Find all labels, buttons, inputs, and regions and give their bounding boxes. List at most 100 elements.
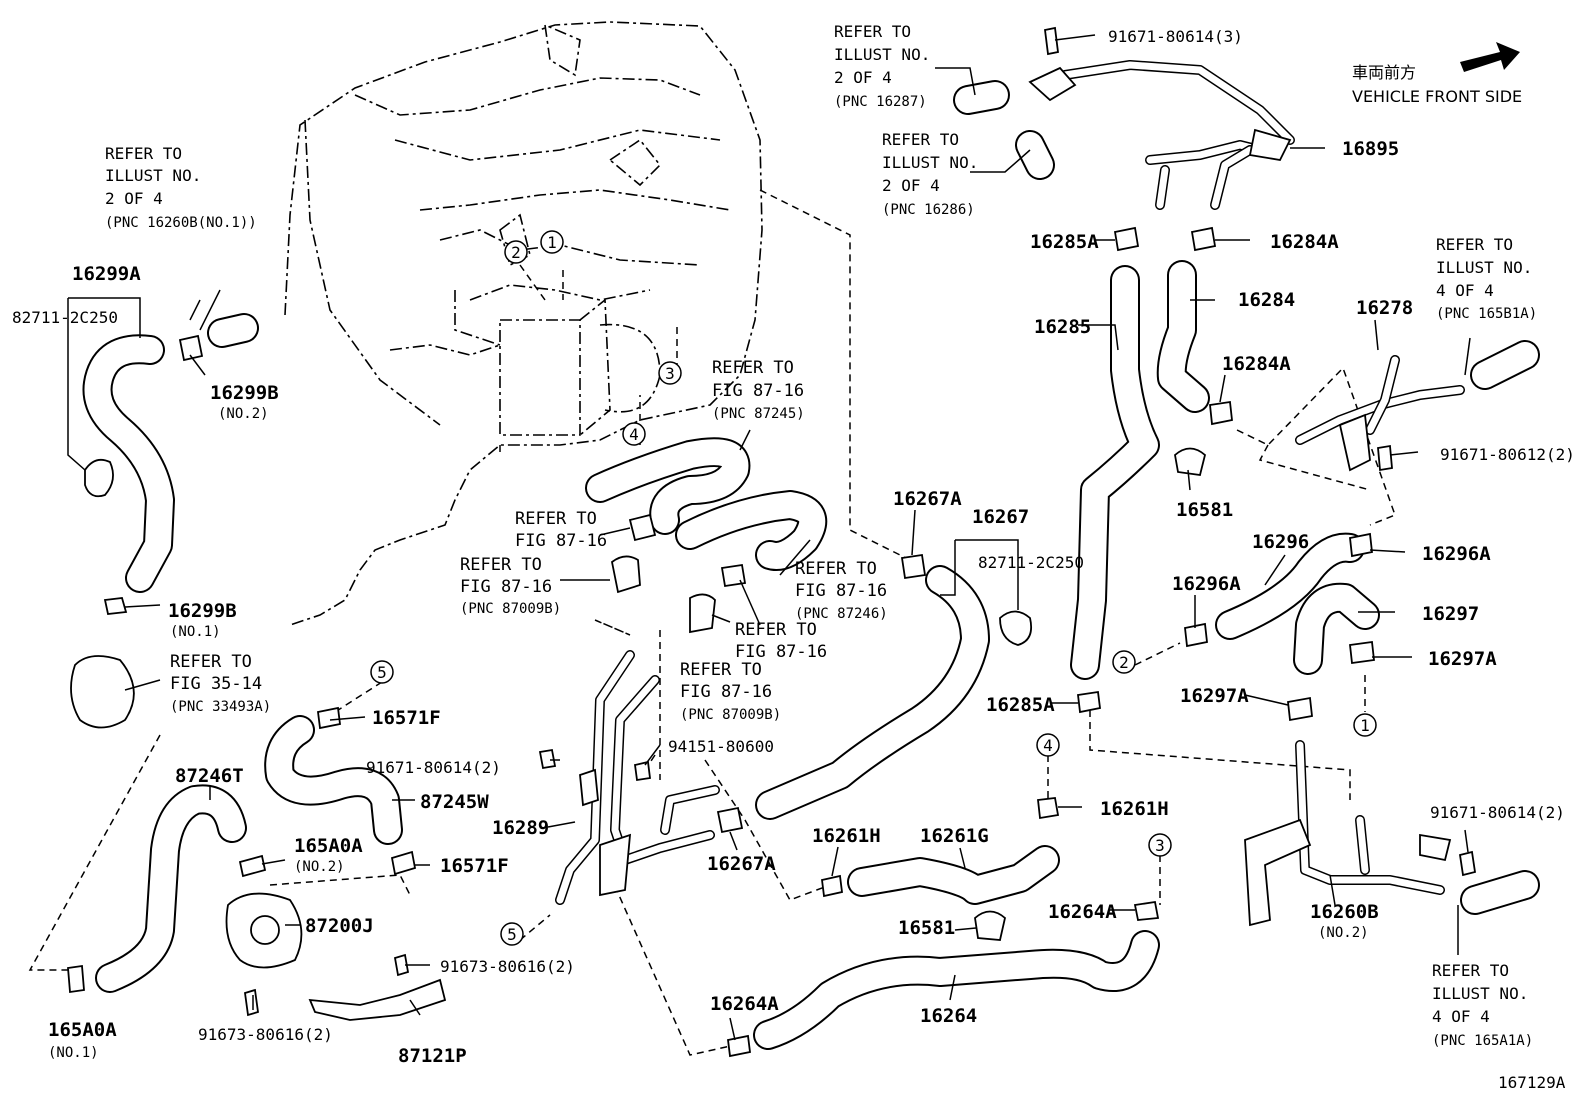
hose-165b1a-stub xyxy=(1470,340,1540,390)
hose-16261g xyxy=(847,845,1060,905)
ref-note-87246: REFER TO FIG 87-16 (PNC 87246) xyxy=(795,559,888,622)
leader-dashes xyxy=(28,189,1396,1056)
ref-note-87009b-a: REFER TO FIG 87-16 (PNC 87009B) xyxy=(460,555,561,617)
svg-text:ILLUST NO.: ILLUST NO. xyxy=(1432,984,1528,1003)
svg-text:165A0A: 165A0A xyxy=(48,1019,117,1041)
svg-text:16296: 16296 xyxy=(1252,531,1309,553)
svg-text:VEHICLE FRONT SIDE: VEHICLE FRONT SIDE xyxy=(1352,87,1522,106)
svg-text:REFER TO: REFER TO xyxy=(712,358,794,378)
hose-16285 xyxy=(1070,265,1160,680)
svg-text:(PNC 87246): (PNC 87246) xyxy=(795,606,888,622)
svg-text:REFER TO: REFER TO xyxy=(1432,961,1509,980)
svg-text:16267A: 16267A xyxy=(707,853,776,875)
svg-text:FIG 35-14: FIG 35-14 xyxy=(170,674,262,694)
svg-text:16284A: 16284A xyxy=(1270,231,1339,253)
svg-text:91671-80612(2): 91671-80612(2) xyxy=(1440,445,1575,464)
svg-text:ILLUST NO.: ILLUST NO. xyxy=(834,45,930,64)
svg-text:16296A: 16296A xyxy=(1422,543,1491,565)
svg-text:REFER TO: REFER TO xyxy=(105,144,182,163)
svg-text:82711-2C250: 82711-2C250 xyxy=(12,308,118,327)
svg-text:(NO.2): (NO.2) xyxy=(1318,925,1369,941)
svg-text:(NO.2): (NO.2) xyxy=(218,406,269,422)
reference-notes: REFER TO ILLUST NO. 2 OF 4 (PNC 16260B(N… xyxy=(105,22,1537,1049)
leader-lines xyxy=(67,34,1471,1041)
marker-1: 1 xyxy=(1353,713,1377,737)
svg-text:5: 5 xyxy=(507,925,517,944)
svg-text:16571F: 16571F xyxy=(440,855,509,877)
pipe-16289 xyxy=(555,650,720,905)
hose-16286-stub xyxy=(1015,130,1055,180)
svg-text:(PNC 87009B): (PNC 87009B) xyxy=(680,707,781,723)
svg-text:16296A: 16296A xyxy=(1172,573,1241,595)
svg-text:16284: 16284 xyxy=(1238,289,1295,311)
svg-text:16895: 16895 xyxy=(1342,138,1399,160)
svg-text:REFER TO: REFER TO xyxy=(460,555,542,575)
svg-text:REFER TO: REFER TO xyxy=(795,559,877,579)
svg-text:16264A: 16264A xyxy=(1048,901,1117,923)
direction-note: 車両前方 VEHICLE FRONT SIDE xyxy=(1352,63,1522,106)
svg-text:16297A: 16297A xyxy=(1180,685,1249,707)
svg-text:(NO.1): (NO.1) xyxy=(48,1045,99,1061)
marker-2: 2 xyxy=(1112,650,1136,674)
svg-text:(PNC 87245): (PNC 87245) xyxy=(712,406,805,422)
hose-16296 xyxy=(1215,532,1365,640)
svg-text:16299B: 16299B xyxy=(210,382,279,404)
svg-text:87200J: 87200J xyxy=(305,915,374,937)
svg-text:16581: 16581 xyxy=(1176,499,1233,521)
front-arrow-icon xyxy=(1460,42,1520,72)
hose-87245 xyxy=(585,437,751,535)
svg-text:16289: 16289 xyxy=(492,817,549,839)
svg-text:16285A: 16285A xyxy=(986,694,1055,716)
svg-text:16299A: 16299A xyxy=(72,263,141,285)
marker-4: 4 xyxy=(1036,733,1060,757)
svg-text:ILLUST NO.: ILLUST NO. xyxy=(105,166,201,185)
ref-note-16286: REFER TO ILLUST NO. 2 OF 4 (PNC 16286) xyxy=(882,130,978,218)
svg-text:16284A: 16284A xyxy=(1222,353,1291,375)
svg-text:16297A: 16297A xyxy=(1428,648,1497,670)
svg-text:ILLUST NO.: ILLUST NO. xyxy=(1436,258,1532,277)
ref-note-165a1a: REFER TO ILLUST NO. 4 OF 4 (PNC 165A1A) xyxy=(1432,961,1533,1049)
svg-text:REFER TO: REFER TO xyxy=(515,509,597,529)
svg-text:FIG 87-16: FIG 87-16 xyxy=(795,581,887,601)
svg-text:ILLUST NO.: ILLUST NO. xyxy=(882,153,978,172)
marker-4: 4 xyxy=(622,422,646,446)
ref-note-16260b: REFER TO ILLUST NO. 2 OF 4 (PNC 16260B(N… xyxy=(105,144,257,231)
svg-text:16261H: 16261H xyxy=(812,825,881,847)
svg-text:(PNC 165B1A): (PNC 165B1A) xyxy=(1436,306,1537,322)
svg-text:4 OF 4: 4 OF 4 xyxy=(1432,1007,1490,1026)
svg-text:16260B: 16260B xyxy=(1310,901,1379,923)
svg-text:(NO.1): (NO.1) xyxy=(170,624,221,640)
svg-text:REFER TO: REFER TO xyxy=(882,130,959,149)
svg-text:16297: 16297 xyxy=(1422,603,1479,625)
clamp-parts xyxy=(67,26,1477,1058)
engine-outline xyxy=(284,21,763,626)
svg-text:1: 1 xyxy=(1360,716,1370,735)
svg-text:REFER TO: REFER TO xyxy=(735,620,817,640)
diagram-id: 167129A xyxy=(1498,1073,1566,1092)
ref-note-165b1a: REFER TO ILLUST NO. 4 OF 4 (PNC 165B1A) xyxy=(1436,235,1537,322)
hose-16287-stub xyxy=(953,80,1010,115)
ref-note-33493a: REFER TO FIG 35-14 (PNC 33493A) xyxy=(170,652,271,715)
svg-text:2 OF 4: 2 OF 4 xyxy=(834,68,892,87)
svg-text:4 OF 4: 4 OF 4 xyxy=(1436,281,1494,300)
svg-text:16267A: 16267A xyxy=(893,488,962,510)
svg-text:(PNC 16260B(NO.1)): (PNC 16260B(NO.1)) xyxy=(105,215,257,231)
ref-note-87009b-b: REFER TO FIG 87-16 (PNC 87009B) xyxy=(680,660,781,723)
hose-16297 xyxy=(1293,582,1380,675)
svg-text:2 OF 4: 2 OF 4 xyxy=(105,189,163,208)
marker-5: 5 xyxy=(370,660,394,684)
svg-text:車両前方: 車両前方 xyxy=(1352,63,1416,82)
svg-text:2: 2 xyxy=(511,243,521,262)
svg-text:(PNC 165A1A): (PNC 165A1A) xyxy=(1432,1033,1533,1049)
svg-text:16261G: 16261G xyxy=(920,825,989,847)
hose-16264 xyxy=(753,930,1160,1050)
svg-text:REFER TO: REFER TO xyxy=(170,652,252,672)
part-labels: 16299A 82711-2C250 16299B (NO.2) 16299B … xyxy=(12,27,1575,1067)
hose-16267 xyxy=(755,565,990,820)
svg-text:87121P: 87121P xyxy=(398,1045,467,1067)
svg-text:REFER TO: REFER TO xyxy=(834,22,911,41)
pipe-16895 xyxy=(1028,60,1295,210)
svg-text:16261H: 16261H xyxy=(1100,798,1169,820)
svg-text:(PNC 16287): (PNC 16287) xyxy=(834,94,927,110)
